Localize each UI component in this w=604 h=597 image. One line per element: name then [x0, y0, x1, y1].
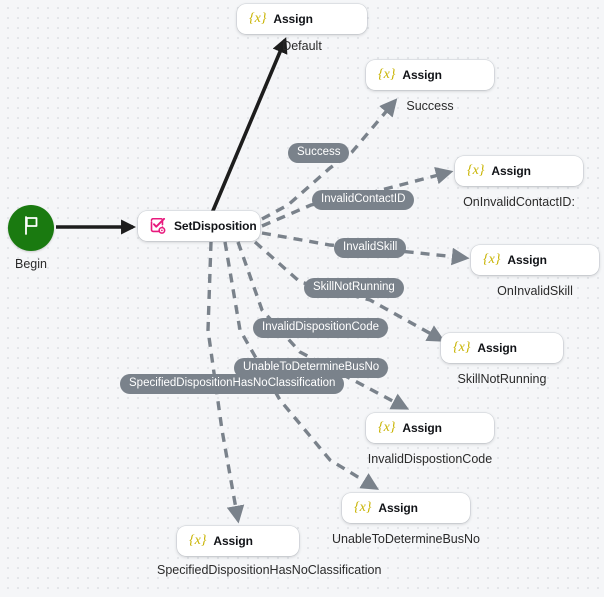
- node-assign-default-title: Assign: [273, 12, 313, 26]
- assign-variable-icon: {x}: [249, 11, 267, 26]
- assign-variable-icon: {x}: [483, 252, 501, 267]
- node-assign-invalid-skill[interactable]: {x} Assign: [471, 245, 599, 275]
- node-assign-default[interactable]: {x} Assign: [237, 4, 367, 34]
- node-assign-success[interactable]: {x} Assign: [366, 60, 494, 90]
- assign-variable-icon: {x}: [467, 163, 485, 178]
- node-assign-unable-to-determine-busno[interactable]: {x} Assign: [342, 493, 470, 523]
- node-begin-label: Begin: [15, 257, 47, 271]
- flag-icon: [21, 215, 41, 241]
- assign-variable-icon: {x}: [354, 500, 372, 515]
- node-assign-invalid-contact-id-title: Assign: [491, 164, 531, 178]
- node-assign-invalid-skill-title: Assign: [507, 253, 547, 267]
- edge-pill-unable-to-determine-busno[interactable]: UnableToDetermineBusNo: [234, 358, 389, 379]
- edge-pill-invalid-contact-id[interactable]: InvalidContactID: [312, 190, 415, 211]
- assign-variable-icon: {x}: [378, 420, 396, 435]
- edge-pill-specified-disposition-has-no-classification[interactable]: SpecifiedDispositionHasNoClassification: [120, 374, 345, 395]
- node-assign-unable-to-determine-busno-caption: UnableToDetermineBusNo: [332, 532, 480, 546]
- edge-pill-skill-not-running[interactable]: SkillNotRunning: [304, 278, 404, 299]
- node-assign-invalid-contact-id[interactable]: {x} Assign: [455, 156, 583, 186]
- node-assign-invalid-contact-id-caption: OnInvalidContactID:: [463, 195, 575, 209]
- node-assign-invalid-disposition-code[interactable]: {x} Assign: [366, 413, 494, 443]
- node-assign-skill-not-running[interactable]: {x} Assign: [441, 333, 563, 363]
- node-setdisposition[interactable]: SetDisposition: [138, 211, 260, 241]
- node-assign-no-classification-title: Assign: [213, 534, 253, 548]
- node-assign-no-classification-caption: SpecifiedDispositionHasNoClassification: [157, 563, 382, 577]
- node-assign-no-classification[interactable]: {x} Assign: [177, 526, 299, 556]
- checklist-task-icon: [150, 217, 167, 235]
- node-assign-skill-not-running-caption: SkillNotRunning: [457, 372, 547, 386]
- node-assign-success-title: Assign: [402, 68, 442, 82]
- edge-default: [210, 37, 288, 214]
- node-assign-skill-not-running-title: Assign: [477, 341, 517, 355]
- node-assign-success-caption: Success: [406, 99, 454, 113]
- assign-variable-icon: {x}: [378, 67, 396, 82]
- assign-variable-icon: {x}: [189, 533, 207, 548]
- assign-variable-icon: {x}: [453, 340, 471, 355]
- node-begin[interactable]: [8, 205, 54, 251]
- node-assign-unable-to-determine-busno-title: Assign: [378, 501, 418, 515]
- edge-pill-invalid-disposition-code[interactable]: InvalidDispositionCode: [253, 318, 388, 339]
- node-assign-invalid-skill-caption: OnInvalidSkill: [497, 284, 573, 298]
- node-assign-invalid-disposition-code-caption: InvalidDispostionCode: [367, 452, 493, 466]
- edge-label-default: Default: [282, 39, 322, 53]
- node-setdisposition-title: SetDisposition: [174, 219, 257, 233]
- node-assign-invalid-disposition-code-title: Assign: [402, 421, 442, 435]
- edge-pill-invalid-skill[interactable]: InvalidSkill: [334, 238, 407, 259]
- edge-pill-success[interactable]: Success: [288, 143, 350, 164]
